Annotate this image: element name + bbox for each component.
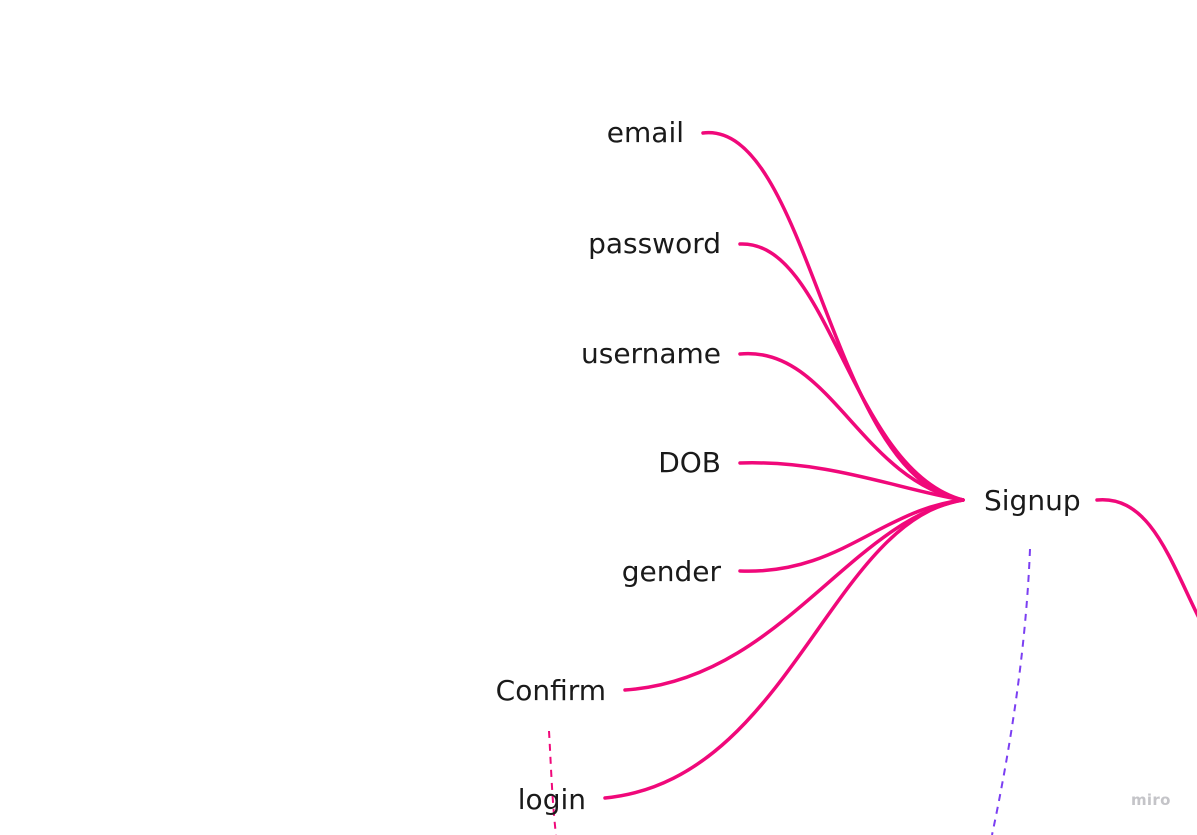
node-password[interactable]: password bbox=[560, 227, 721, 261]
node-confirm-label: Confirm bbox=[495, 674, 606, 707]
node-gender-label: gender bbox=[621, 555, 721, 588]
node-email[interactable]: email bbox=[560, 116, 684, 150]
node-login-label: login bbox=[517, 783, 586, 816]
dashed-link-signup bbox=[991, 548, 1031, 835]
node-signup-label: Signup bbox=[984, 484, 1081, 517]
connector-signup-outgoing bbox=[1095, 498, 1197, 618]
node-email-label: email bbox=[606, 116, 684, 149]
node-password-label: password bbox=[588, 227, 721, 260]
node-signup-root[interactable]: Signup bbox=[984, 484, 1081, 518]
node-gender[interactable]: gender bbox=[560, 555, 721, 589]
connector-email bbox=[701, 131, 965, 502]
miro-watermark-logo: miro bbox=[1131, 791, 1171, 809]
connector-gender bbox=[738, 498, 965, 573]
dashed-link-confirm-login bbox=[548, 730, 557, 835]
connector-login bbox=[603, 498, 965, 800]
node-dob-label: DOB bbox=[658, 446, 721, 479]
node-dob[interactable]: DOB bbox=[560, 446, 721, 480]
node-username-label: username bbox=[581, 337, 721, 370]
node-login[interactable]: login bbox=[440, 783, 586, 817]
connector-username bbox=[738, 351, 965, 502]
connector-dob bbox=[738, 461, 965, 502]
connector-password bbox=[738, 242, 965, 502]
node-confirm[interactable]: Confirm bbox=[440, 674, 606, 708]
node-username[interactable]: username bbox=[560, 337, 721, 371]
